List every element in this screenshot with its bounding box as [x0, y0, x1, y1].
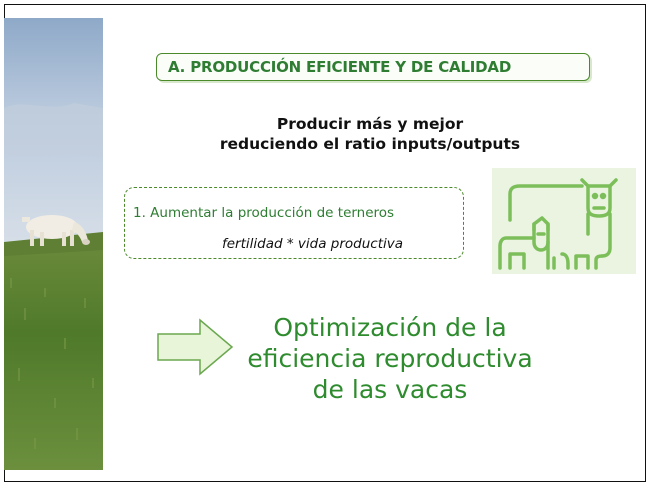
subtitle-line-1: Producir más y mejor: [276, 115, 464, 133]
subtitle-line-2: reduciendo el ratio inputs/outputs: [219, 135, 521, 153]
cow-in-photo: [22, 215, 90, 246]
section-title-box: [156, 53, 590, 81]
section-title: A. PRODUCCIÓN EFICIENTE Y DE CALIDAD: [168, 58, 512, 76]
conclusion-line-3: de las vacas: [312, 375, 468, 404]
objective-label: 1. Aumentar la producción de terneros: [133, 205, 395, 221]
cow-calf-icon: [492, 168, 636, 274]
conclusion-line-2: eficiencia reproductiva: [247, 344, 533, 373]
objective-formula: fertilidad * vida productiva: [222, 236, 404, 252]
conclusion-line-1: Optimización de la: [273, 313, 507, 342]
conclusion-text: Optimización de la eficiencia reproducti…: [240, 312, 540, 405]
objective-box: [124, 187, 464, 259]
slide-subtitle: Producir más y mejor reduciendo el ratio…: [120, 114, 620, 154]
pasture-photo: [4, 18, 103, 470]
right-arrow-icon: [156, 318, 236, 380]
